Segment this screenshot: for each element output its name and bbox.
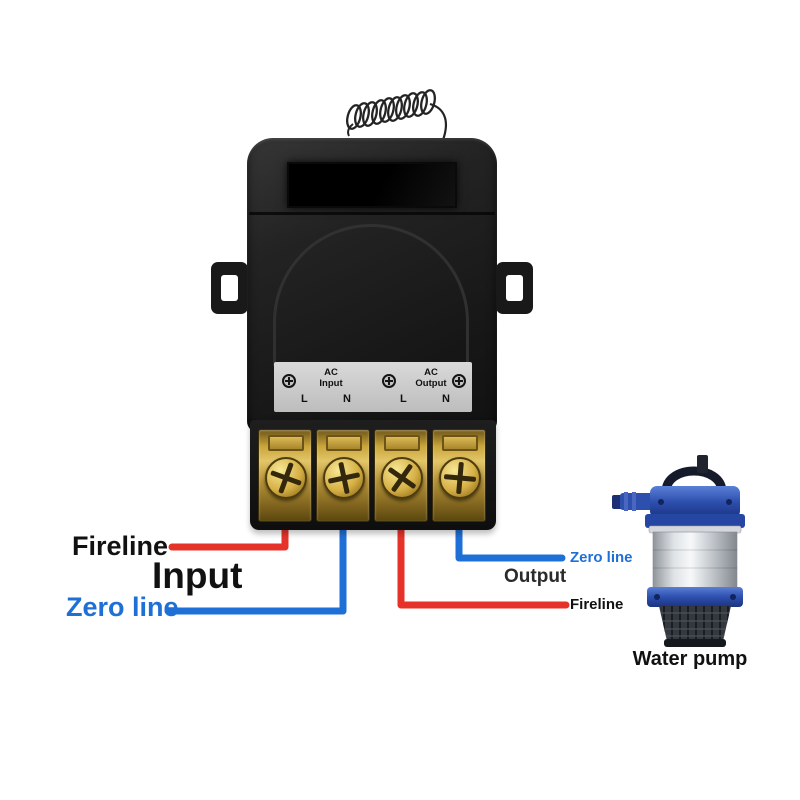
terminal-screw-icon <box>265 457 307 499</box>
ac-input-line1: AC <box>324 367 338 378</box>
terminal-nut <box>442 435 478 451</box>
pump-stainless-body <box>652 531 738 589</box>
terminal-output-n <box>432 429 486 522</box>
input-fireline-label: Fireline <box>72 531 169 561</box>
pump-bolt <box>654 594 660 600</box>
terminal-output-l <box>374 429 428 522</box>
receiver-case: AC Input AC Output L N L N <box>247 138 497 433</box>
pump-bolt <box>730 594 736 600</box>
terminal-screw-icon <box>323 457 365 499</box>
output-terminal-n: N <box>442 393 450 405</box>
pump-base-ring <box>647 587 743 607</box>
input-zeroline-label: Zero line <box>66 592 179 622</box>
input-terminal-n: N <box>343 393 351 405</box>
output-title-label: Output <box>504 566 567 587</box>
ac-input-label: AC Input <box>308 367 354 390</box>
pump-bottom-plate <box>664 639 726 647</box>
pump-bolt <box>658 499 664 505</box>
panel-screw-icon <box>452 374 466 388</box>
output-zeroline-label: Zero line <box>570 549 633 566</box>
pump-outlet-ridge <box>624 492 628 511</box>
case-seam <box>249 212 495 215</box>
output-fireline-label: Fireline <box>570 596 624 613</box>
terminal-input-n <box>316 429 370 522</box>
terminal-label-panel: AC Input AC Output L N L N <box>274 362 472 412</box>
pump-outlet <box>620 493 656 510</box>
terminal-nut <box>326 435 362 451</box>
pump-bolt <box>726 499 732 505</box>
terminal-screw-icon <box>381 457 423 499</box>
antenna-icon <box>346 89 447 141</box>
terminal-screw-icon <box>439 457 481 499</box>
pump-outlet-ridge <box>632 492 636 511</box>
output-fireline-wire <box>397 512 570 609</box>
input-terminal-l: L <box>301 393 308 405</box>
terminal-cells <box>258 429 486 522</box>
input-title-label: Input <box>152 555 243 596</box>
terminal-nut <box>384 435 420 451</box>
mounting-ear-right <box>496 262 533 314</box>
ac-output-label: AC Output <box>406 367 456 390</box>
label-window <box>287 162 457 208</box>
terminal-nut <box>268 435 304 451</box>
mounting-ear-left <box>211 262 248 314</box>
pump-strainer-mesh <box>659 606 731 641</box>
ac-output-line1: AC <box>424 367 438 378</box>
terminal-input-l <box>258 429 312 522</box>
panel-screw-icon <box>282 374 296 388</box>
ac-output-line2: Output <box>415 378 447 390</box>
terminal-block <box>250 420 496 530</box>
water-pump-caption: Water pump <box>632 648 748 670</box>
input-zeroline-wire <box>164 512 347 615</box>
output-terminal-l: L <box>400 393 407 405</box>
output-zeroline-wire <box>455 512 566 562</box>
panel-screw-icon <box>382 374 396 388</box>
pump-top-cap <box>650 486 740 518</box>
ac-input-line2: Input <box>319 378 343 390</box>
pump-cable-gland <box>697 455 708 473</box>
pump-cap-tier <box>645 514 745 528</box>
pump-handle <box>661 466 727 497</box>
